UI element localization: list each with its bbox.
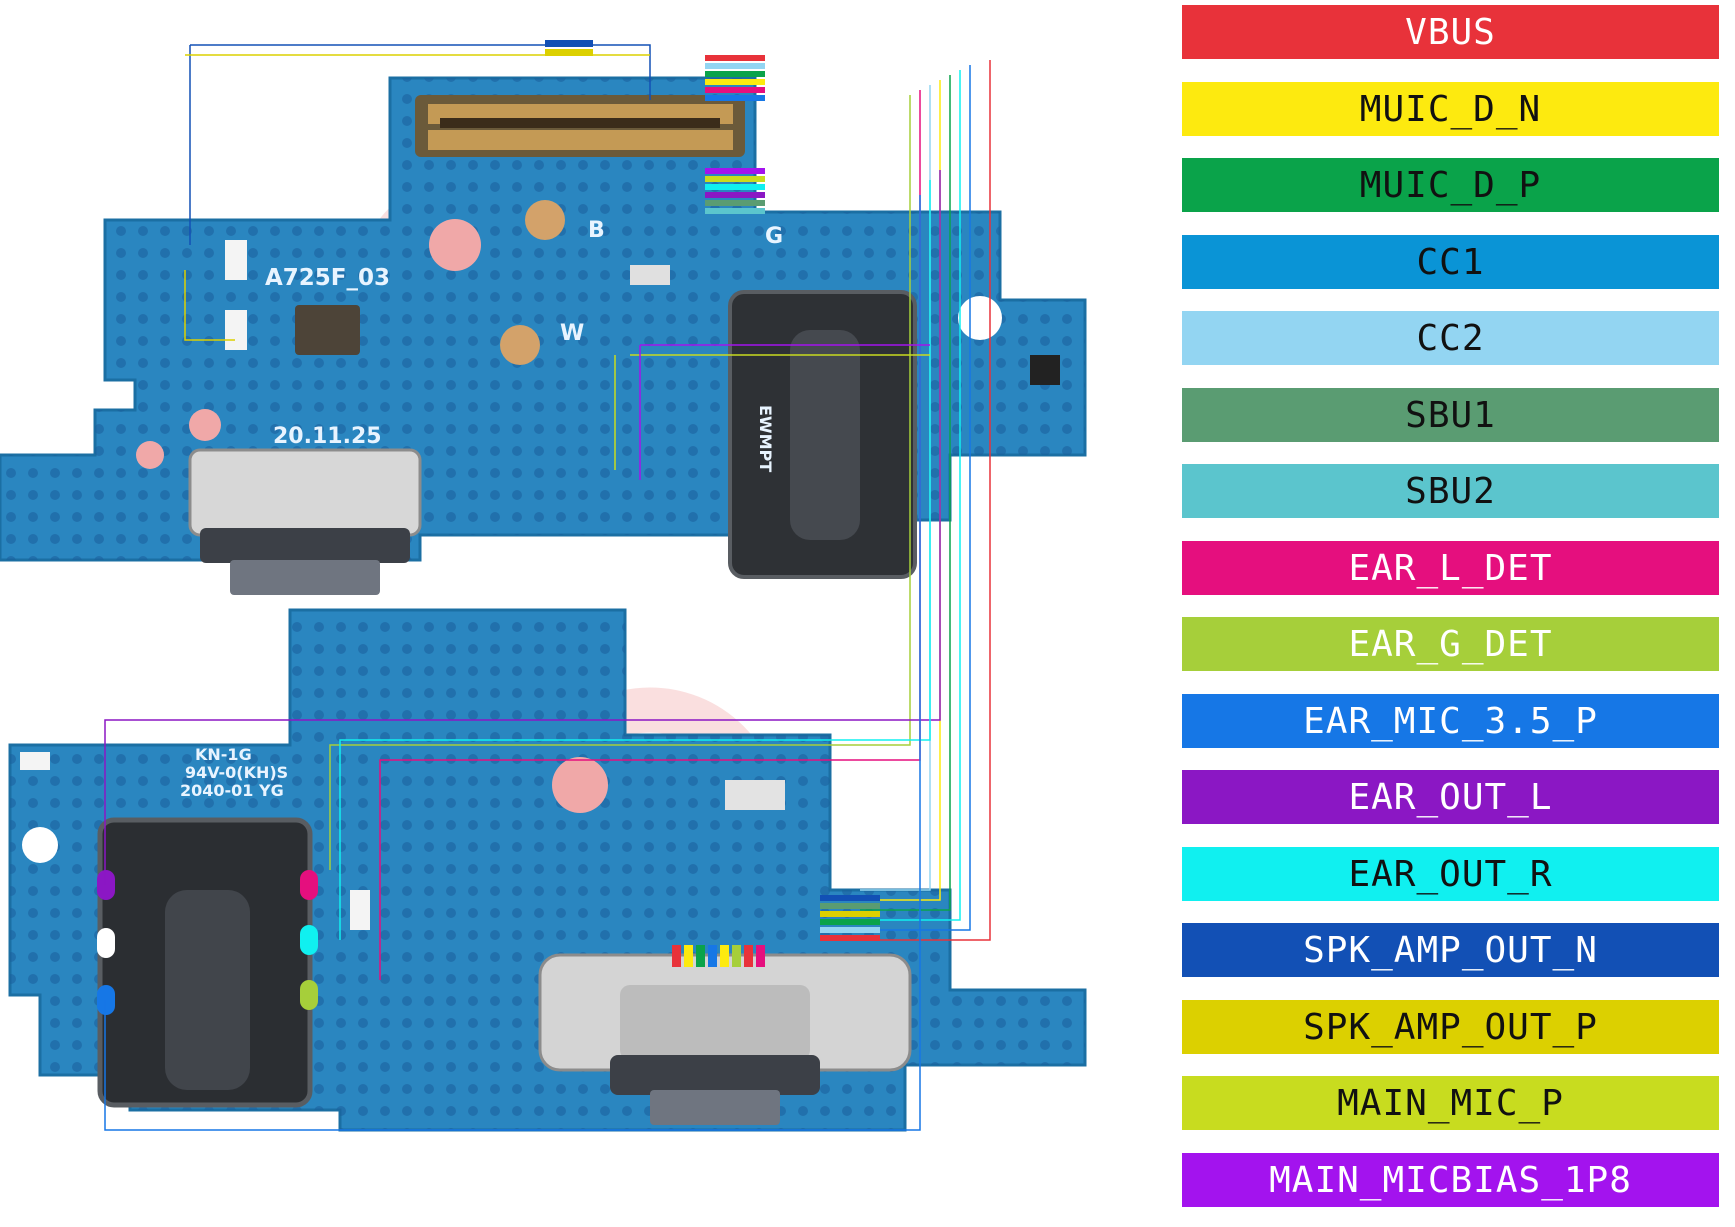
- net-traces: [104, 44, 991, 1131]
- pcb-diagram: A725F_03 20.11.25 B W G EWMPT: [0, 40, 1087, 1132]
- legend-item: CC1: [1182, 235, 1719, 289]
- board-date-label: 20.11.25: [273, 424, 382, 449]
- flex-marking-2: 94V-0(KH)S: [185, 763, 288, 782]
- top-board: A725F_03 20.11.25 B W G EWMPT: [0, 76, 1087, 595]
- legend-label: EAR_G_DET: [1348, 623, 1553, 665]
- legend-label: EAR_OUT_L: [1348, 776, 1553, 818]
- legend-item: EAR_MIC_3.5_P: [1182, 694, 1719, 748]
- flex-marking-3: 2040-01 YG: [180, 781, 284, 800]
- net-tag-labels: [545, 40, 880, 941]
- legend-label: MUIC_D_P: [1359, 164, 1542, 206]
- legend-label: MUIC_D_N: [1359, 88, 1542, 130]
- jack-marking: EWMPT: [756, 405, 775, 472]
- legend-label: MAIN_MIC_P: [1337, 1082, 1564, 1124]
- legend-label: SPK_AMP_OUT_P: [1303, 1006, 1598, 1048]
- board-g-label: G: [765, 224, 783, 249]
- legend-label: CC2: [1416, 317, 1485, 359]
- legend-label: SPK_AMP_OUT_N: [1303, 929, 1598, 971]
- legend-item: SBU1: [1182, 388, 1719, 442]
- legend-item: MAIN_MIC_P: [1182, 1076, 1719, 1130]
- legend-label: MAIN_MICBIAS_1P8: [1269, 1159, 1632, 1201]
- legend-item: EAR_OUT_L: [1182, 770, 1719, 824]
- board-w-label: W: [560, 321, 584, 346]
- legend-item: SPK_AMP_OUT_P: [1182, 1000, 1719, 1054]
- legend-label: SBU1: [1405, 394, 1496, 436]
- legend-label: EAR_MIC_3.5_P: [1303, 700, 1598, 742]
- pcb-svg: A725F_03 20.11.25 B W G EWMPT: [0, 40, 1087, 1132]
- legend-item: VBUS: [1182, 5, 1719, 59]
- legend-label: EAR_OUT_R: [1348, 853, 1553, 895]
- legend-item: EAR_OUT_R: [1182, 847, 1719, 901]
- legend-label: VBUS: [1405, 11, 1496, 53]
- legend-label: CC1: [1416, 241, 1485, 283]
- usbc-pin-markers: [672, 945, 765, 967]
- legend-item: SBU2: [1182, 464, 1719, 518]
- flex-marking-1: KN-1G: [195, 745, 252, 764]
- legend-item: EAR_G_DET: [1182, 617, 1719, 671]
- legend-label: SBU2: [1405, 470, 1496, 512]
- legend-item: EAR_L_DET: [1182, 541, 1719, 595]
- legend-label: EAR_L_DET: [1348, 547, 1553, 589]
- board-b-label: B: [588, 218, 605, 243]
- legend-item: MUIC_D_P: [1182, 158, 1719, 212]
- legend-item: CC2: [1182, 311, 1719, 365]
- usb-c-port: [188, 448, 422, 537]
- legend-item: MAIN_MICBIAS_1P8: [1182, 1153, 1719, 1207]
- board-model-label: A725F_03: [265, 265, 390, 291]
- legend-item: MUIC_D_N: [1182, 82, 1719, 136]
- bottom-board: KN-1G 94V-0(KH)S 2040-01 YG: [8, 608, 1087, 1132]
- legend-item: SPK_AMP_OUT_N: [1182, 923, 1719, 977]
